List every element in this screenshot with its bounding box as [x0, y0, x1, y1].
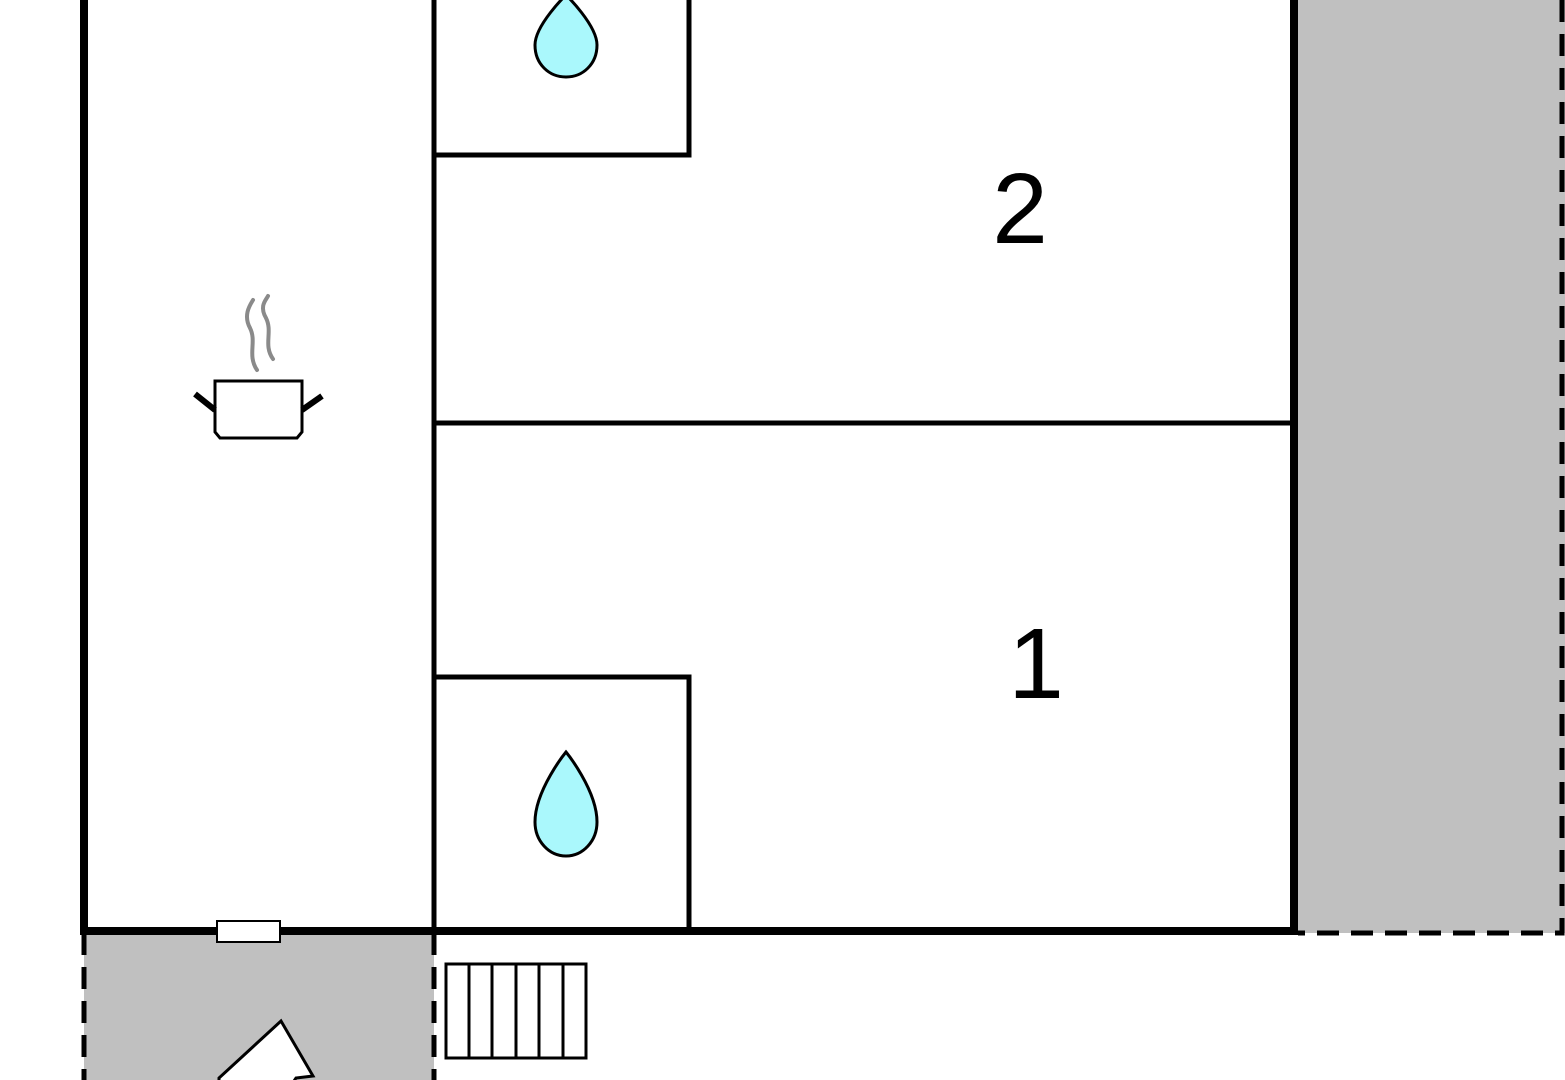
bathroom-bottom-walls [434, 674, 692, 931]
terrace-right-dashed-border [1298, 0, 1565, 936]
outdoor-areas [81, 0, 1565, 1080]
bathroom-top-walls [434, 0, 692, 158]
room-label-2: 2 [992, 153, 1048, 265]
stairs-icon [444, 962, 588, 1060]
window [216, 920, 281, 943]
walls [80, 0, 1298, 935]
room-label-1: 1 [1008, 608, 1064, 720]
terrace-right [1298, 0, 1565, 933]
water-drop-icon [533, 749, 599, 858]
water-drop-icon [533, 0, 599, 79]
entrance-porch-dashed-border [81, 933, 437, 1080]
entrance-arrow-icon [217, 1018, 316, 1080]
cooking-pot-icon [193, 294, 324, 440]
